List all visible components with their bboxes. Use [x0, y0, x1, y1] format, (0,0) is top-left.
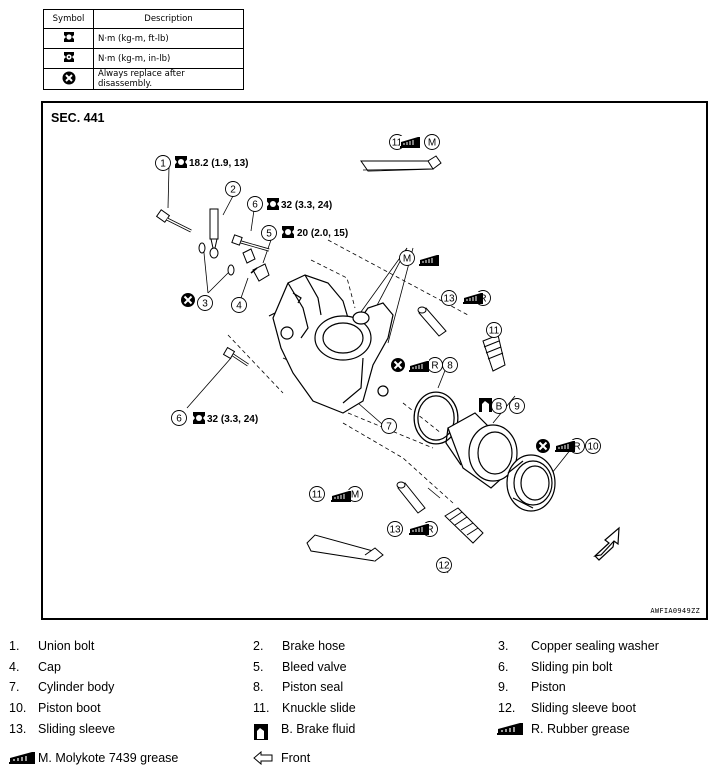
- svg-text:M: M: [403, 254, 411, 265]
- callout-c12: 12: [436, 557, 452, 573]
- callout-r2: R: [427, 357, 443, 373]
- svg-text:M: M: [428, 138, 436, 149]
- svg-text:B: B: [496, 402, 503, 413]
- figure-code: AWFIA0949ZZ: [650, 607, 700, 615]
- callout-c11c: 11: [309, 486, 325, 502]
- callout-c8: 8: [442, 357, 458, 373]
- symbol-row: N·m (kg-m, in-lb): [43, 48, 244, 69]
- callout-c4: 4: [231, 297, 247, 313]
- torque-ft-lb-icon: [63, 32, 74, 42]
- symbol-description: N·m (kg-m, ft-lb): [93, 28, 244, 49]
- svg-text:13: 13: [389, 525, 401, 536]
- callout-c13b: 13: [387, 521, 403, 537]
- svg-text:3: 3: [202, 299, 208, 310]
- torque-pin-bolt-top: 32 (3.3, 24): [281, 200, 332, 211]
- svg-text:10: 10: [587, 442, 599, 453]
- molykote-grease-icon: [9, 752, 35, 764]
- svg-text:M: M: [351, 490, 359, 501]
- torque-pin-bolt-bottom: 32 (3.3, 24): [207, 414, 258, 425]
- callout-c13a: 13: [441, 290, 457, 306]
- callout-m2: M: [399, 250, 415, 266]
- svg-text:4: 4: [236, 301, 242, 312]
- symbol-table-header: Symbol Description: [43, 9, 244, 29]
- torque-bleed-valve: 20 (2.0, 15): [297, 228, 348, 239]
- callout-c11b: 11: [486, 322, 502, 338]
- callout-c7: 7: [381, 418, 397, 434]
- caliper-exploded-view: 123456678910111111121313MMMRRRRB 18.2 (1…: [155, 134, 620, 574]
- svg-text:1: 1: [160, 159, 166, 170]
- callout-c3: 3: [197, 295, 213, 311]
- brake-fluid-icon: [479, 398, 492, 412]
- front-arrow-icon: [253, 751, 273, 765]
- brake-fluid-icon: [254, 724, 268, 740]
- svg-text:12: 12: [438, 561, 450, 572]
- callout-c1: 1: [155, 155, 171, 171]
- legend-part-name: Sliding sleeve boot: [531, 701, 636, 715]
- symbol-header: Symbol: [43, 9, 94, 29]
- callout-m1: M: [424, 134, 440, 150]
- svg-text:R: R: [431, 361, 438, 372]
- svg-text:11: 11: [392, 138, 403, 149]
- callout-c5: 5: [261, 225, 277, 241]
- legend-part-name: Knuckle slide: [282, 701, 356, 715]
- torque-union-bolt: 18.2 (1.9, 13): [189, 158, 248, 169]
- svg-text:6: 6: [252, 200, 258, 211]
- legend-part-name: Piston seal: [282, 680, 344, 694]
- callout-c2: 2: [225, 181, 241, 197]
- symbol-row: N·m (kg-m, ft-lb): [43, 28, 244, 49]
- exploded-diagram: 123456678910111111121313MMMRRRRB 18.2 (1…: [41, 101, 708, 620]
- legend-part-name: Piston: [531, 680, 566, 694]
- svg-text:2: 2: [230, 185, 236, 196]
- svg-text:7: 7: [386, 422, 392, 433]
- legend-part-name: Piston boot: [38, 701, 101, 715]
- svg-text:6: 6: [176, 414, 182, 425]
- callout-c6a: 6: [247, 196, 263, 212]
- torque-in-lb-icon: [63, 52, 74, 62]
- svg-text:9: 9: [514, 402, 520, 413]
- symbol-row: Always replace after disassembly.: [43, 68, 244, 90]
- svg-text:R: R: [573, 442, 580, 453]
- svg-text:13: 13: [443, 294, 455, 305]
- legend-part-name: Copper sealing washer: [531, 639, 659, 653]
- legend-part-name: Brake hose: [282, 639, 346, 653]
- legend-part-name: Union bolt: [38, 639, 95, 653]
- symbol-description: N·m (kg-m, in-lb): [93, 48, 244, 69]
- svg-text:11: 11: [312, 490, 323, 501]
- callout-c9: 9: [509, 398, 525, 414]
- legend-part-name: Cylinder body: [38, 680, 115, 694]
- always-replace-icon: [62, 71, 75, 84]
- symbol-description: Always replace after disassembly.: [93, 68, 244, 90]
- svg-text:5: 5: [266, 229, 272, 240]
- symbol-table: Symbol Description N·m (kg-m, ft-lb) N·m…: [43, 9, 244, 90]
- legend-part-name: Sliding pin bolt: [531, 660, 613, 674]
- legend-part-name: Sliding sleeve: [38, 722, 116, 736]
- section-label: SEC. 441: [51, 111, 105, 125]
- rubber-grease-icon: [497, 723, 523, 735]
- legend-part-name: Bleed valve: [282, 660, 347, 674]
- callout-c10: 10: [585, 438, 601, 454]
- legend-part-name: Cap: [38, 660, 61, 674]
- description-header: Description: [93, 9, 244, 29]
- svg-text:R: R: [426, 525, 433, 536]
- callout-c6b: 6: [171, 410, 187, 426]
- callout-b1: B: [491, 398, 507, 414]
- svg-text:8: 8: [447, 361, 453, 372]
- svg-text:11: 11: [489, 326, 500, 337]
